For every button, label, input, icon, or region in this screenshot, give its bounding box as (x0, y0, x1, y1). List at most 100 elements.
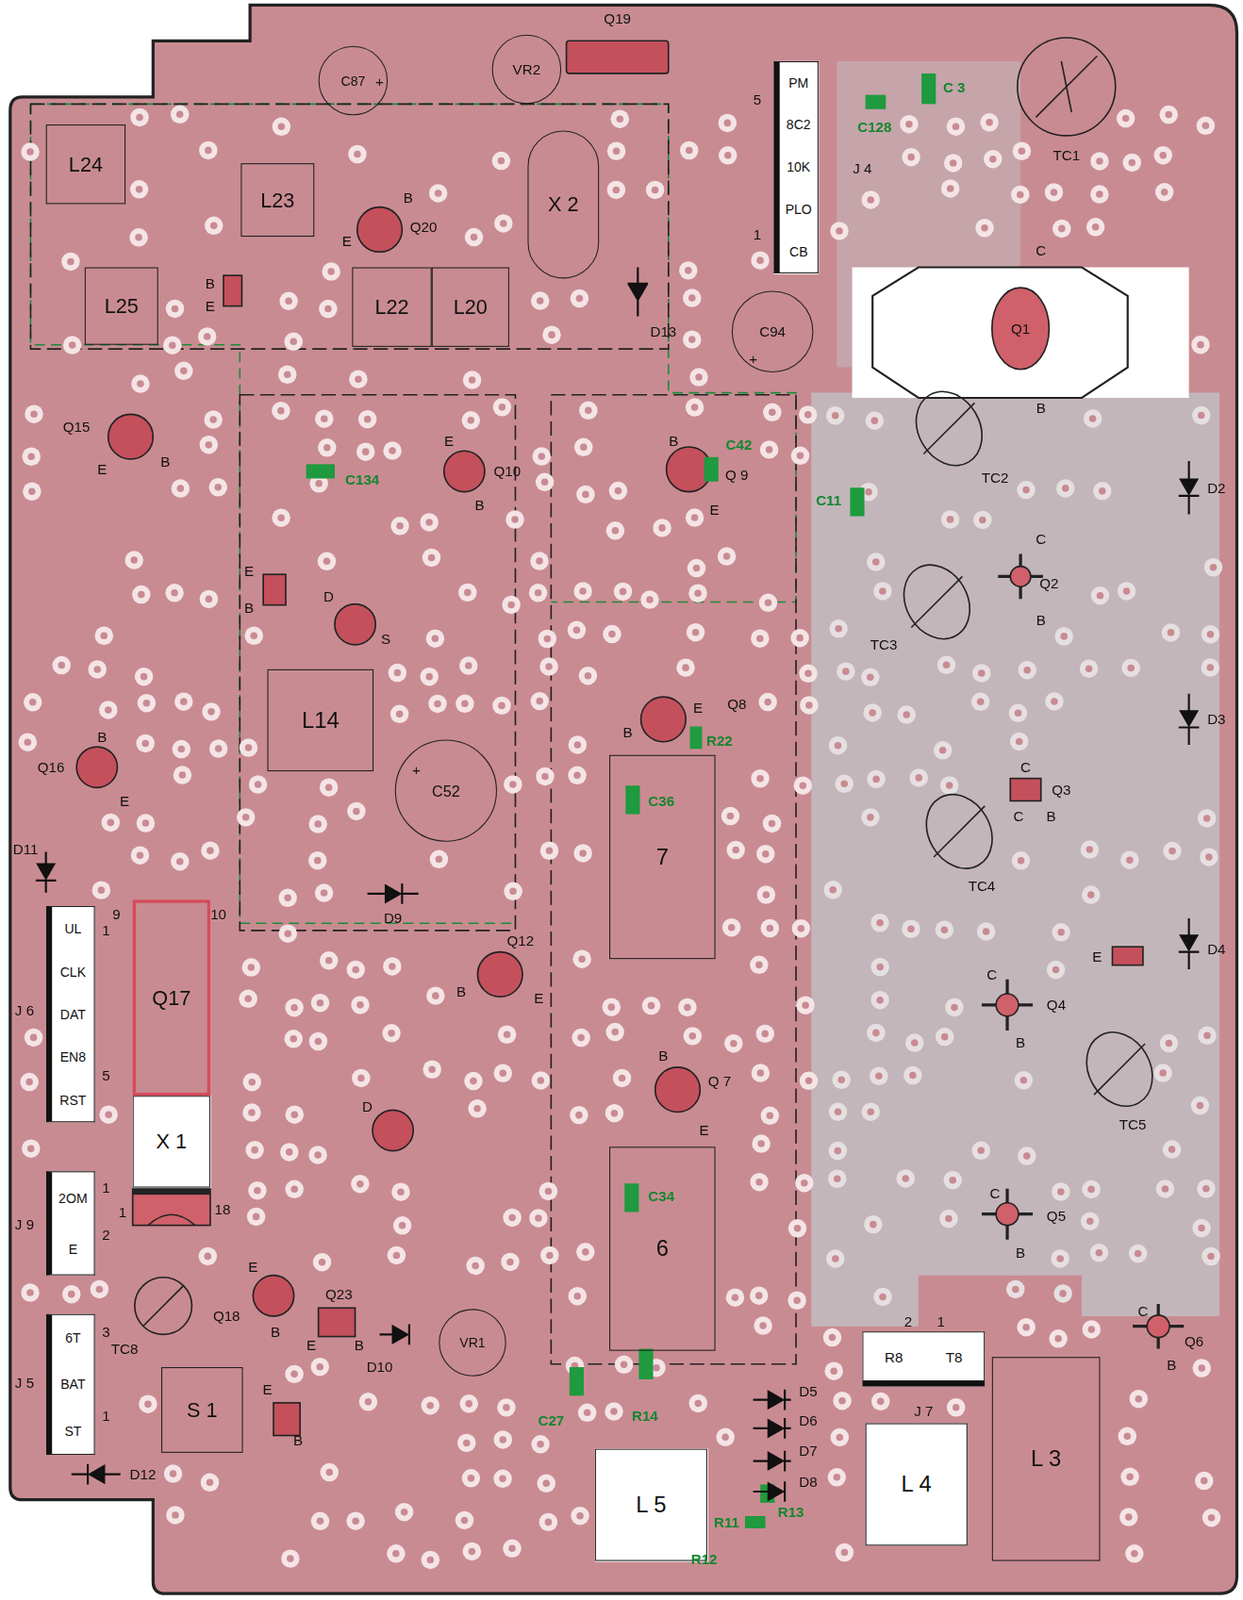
solder-pad (198, 141, 217, 160)
component-label: X 2 (547, 193, 579, 217)
pad-hole (468, 376, 477, 384)
pad-hole (1096, 592, 1105, 600)
solder-pad (1053, 1284, 1072, 1303)
pad-hole (206, 1479, 215, 1488)
part-callout: E (444, 433, 454, 448)
part-callout: B (1036, 613, 1046, 628)
solder-pad (1054, 627, 1073, 646)
pad-hole (57, 662, 66, 670)
pad-hole (537, 1077, 546, 1085)
pad-hole (615, 115, 624, 123)
solder-pad (426, 629, 445, 647)
solder-pad (502, 1540, 521, 1558)
pad-hole (866, 1108, 875, 1116)
part-callout: J 5 (15, 1375, 34, 1391)
solder-pad (761, 1107, 779, 1126)
pad-hole (140, 673, 149, 681)
solder-pad (346, 961, 365, 979)
pad-hole (1208, 1514, 1216, 1523)
solder-pad (826, 1249, 845, 1268)
solder-pad (602, 997, 621, 1016)
part-callout: Q6 (1184, 1334, 1204, 1349)
pad-hole (362, 447, 370, 456)
pad-hole (469, 1077, 478, 1086)
component-box: L 3 (992, 1357, 1101, 1561)
pad-hole (768, 820, 777, 829)
connector-box: R8T8 (861, 1331, 985, 1387)
pad-hole (755, 1292, 763, 1300)
pad-hole (805, 1077, 813, 1085)
pad-hole (685, 147, 694, 155)
part-callout: E (262, 1382, 272, 1397)
pad-hole (506, 1259, 514, 1267)
solder-pad (749, 1286, 768, 1305)
solder-pad (826, 406, 845, 425)
pad-hole (613, 147, 621, 155)
pad-hole (254, 780, 263, 789)
solder-pad (1010, 185, 1029, 204)
pad-hole (168, 341, 177, 349)
pad-hole (387, 1029, 396, 1038)
smd-callout: C42 (726, 437, 753, 452)
component-label: 7 (656, 844, 669, 871)
pad-hole (799, 781, 808, 790)
solder-pad (204, 216, 223, 235)
pad-hole (1022, 486, 1030, 495)
solder-pad (758, 693, 777, 712)
solder-pad (861, 1102, 880, 1121)
pad-hole (768, 408, 777, 416)
solder-pad (572, 949, 591, 968)
pad-hole (764, 599, 773, 608)
pad-hole (30, 1034, 38, 1043)
solder-pad (679, 261, 697, 280)
pad-hole (388, 962, 397, 971)
solder-pad (455, 695, 474, 713)
part-callout: Q3 (1051, 782, 1071, 797)
pad-hole (104, 1110, 113, 1119)
solder-pad (1197, 809, 1216, 828)
solder-pad (500, 1253, 519, 1272)
solder-pad (131, 845, 150, 864)
solder-pad (933, 741, 952, 760)
pad-hole (207, 708, 216, 716)
solder-pad (170, 105, 189, 124)
pad-hole (546, 846, 554, 855)
solder-pad (901, 920, 920, 939)
pad-hole (797, 925, 806, 933)
pad-hole (314, 820, 322, 829)
pad-hole (681, 663, 690, 672)
solder-pad (795, 995, 814, 1014)
pad-hole (536, 297, 545, 305)
pad-hole (1123, 587, 1131, 596)
pad-hole (1015, 738, 1024, 746)
part-callout: B (403, 190, 414, 205)
pad-hole (1167, 629, 1176, 637)
pad-hole (1127, 159, 1136, 167)
solder-pad (356, 442, 375, 461)
pad-hole (136, 851, 145, 860)
solder-pad (607, 181, 626, 199)
pad-hole (537, 452, 546, 461)
component-box: S 1 (161, 1367, 244, 1454)
pad-hole (283, 370, 292, 379)
solder-pad (532, 447, 551, 465)
solder-pad (314, 409, 333, 428)
solder-pad (172, 740, 191, 759)
pad-hole (579, 849, 587, 858)
pad-hole (99, 631, 108, 640)
pad-hole (584, 672, 593, 680)
solder-pad (791, 447, 810, 465)
solder-pad (319, 951, 338, 970)
solder-pad (871, 1392, 890, 1411)
pad-hole (1089, 414, 1097, 423)
solder-pad (573, 844, 592, 862)
component-label: CB (789, 243, 809, 259)
pad-hole (577, 1034, 585, 1043)
pad-hole (952, 1404, 961, 1412)
part-callout: D10 (366, 1359, 394, 1375)
capacitor-circle: VR1 (438, 1309, 506, 1376)
pad-hole (1087, 891, 1095, 899)
solder-pad (535, 767, 554, 786)
pad-hole (320, 414, 329, 423)
